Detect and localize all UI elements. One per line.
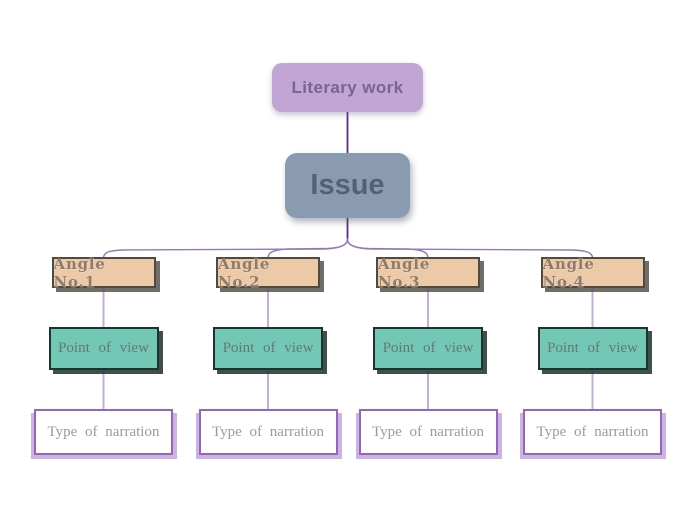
node-point-of-view-2-label: Point of view — [222, 340, 314, 356]
node-angle-1[interactable]: Angle No.1 — [51, 254, 156, 291]
node-type-of-narration-1-label: Type of narration — [47, 423, 160, 440]
connector-branch-angle-2 — [267, 238, 349, 259]
connector-branch-angle-4 — [346, 238, 594, 259]
node-type-of-narration-2-label: Type of narration — [212, 423, 324, 440]
node-angle-2-label: Angle No.2 — [218, 254, 271, 291]
node-issue[interactable]: Issue — [285, 153, 410, 218]
node-point-of-view-4-label: Point of view — [547, 340, 638, 356]
node-angle-4[interactable]: Angle No.4 — [540, 254, 645, 291]
node-type-of-narration-1[interactable]: Type of narration — [34, 409, 173, 455]
node-angle-1-label: Angle No.1 — [53, 254, 106, 291]
node-type-of-narration-3-label: Type of narration — [372, 423, 484, 440]
node-point-of-view-3[interactable]: Point of view — [373, 327, 483, 370]
node-issue-label: Issue — [310, 169, 385, 201]
node-point-of-view-1[interactable]: Point of view — [48, 327, 159, 370]
node-literary-work[interactable]: Literary work — [272, 63, 423, 112]
node-point-of-view-3-label: Point of view — [382, 340, 474, 356]
node-angle-3[interactable]: Angle No.3 — [376, 254, 480, 291]
node-literary-work-label: Literary work — [291, 77, 404, 97]
node-type-of-narration-2[interactable]: Type of narration — [198, 409, 338, 455]
node-point-of-view-1-label: Point of view — [58, 340, 149, 356]
node-type-of-narration-4-label: Type of narration — [536, 423, 649, 440]
node-type-of-narration-4[interactable]: Type of narration — [523, 409, 662, 455]
node-angle-2[interactable]: Angle No.2 — [216, 254, 320, 291]
node-point-of-view-2[interactable]: Point of view — [213, 327, 323, 370]
node-angle-4-label: Angle No.4 — [542, 254, 595, 291]
node-point-of-view-4[interactable]: Point of view — [537, 327, 648, 370]
node-angle-3-label: Angle No.3 — [378, 254, 431, 291]
node-type-of-narration-3[interactable]: Type of narration — [358, 409, 498, 455]
